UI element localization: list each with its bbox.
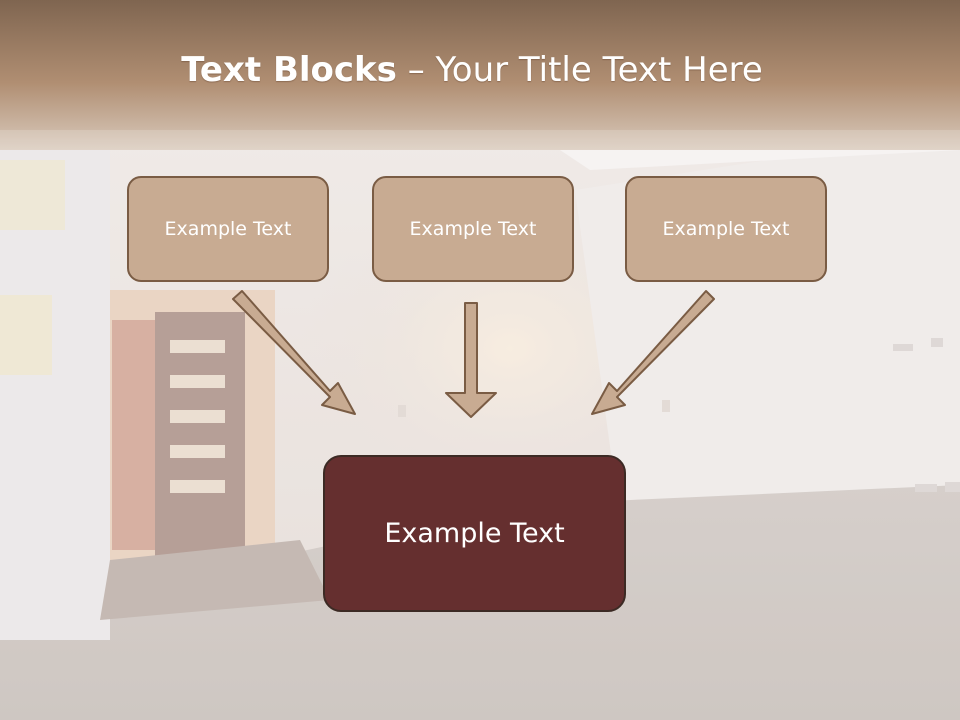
text-block-3-label: Example Text (662, 218, 790, 240)
text-block-3: Example Text (625, 176, 827, 282)
title-bold: Text Blocks (181, 50, 397, 90)
text-block-2-label: Example Text (409, 218, 537, 240)
main-text-block: Example Text (323, 455, 626, 612)
text-block-1: Example Text (127, 176, 329, 282)
title-rest: – Your Title Text Here (407, 50, 763, 90)
slide-title: Text Blocks – Your Title Text Here (0, 50, 944, 90)
text-block-1-label: Example Text (164, 218, 292, 240)
main-text-block-label: Example Text (384, 518, 565, 549)
text-block-2: Example Text (372, 176, 574, 282)
